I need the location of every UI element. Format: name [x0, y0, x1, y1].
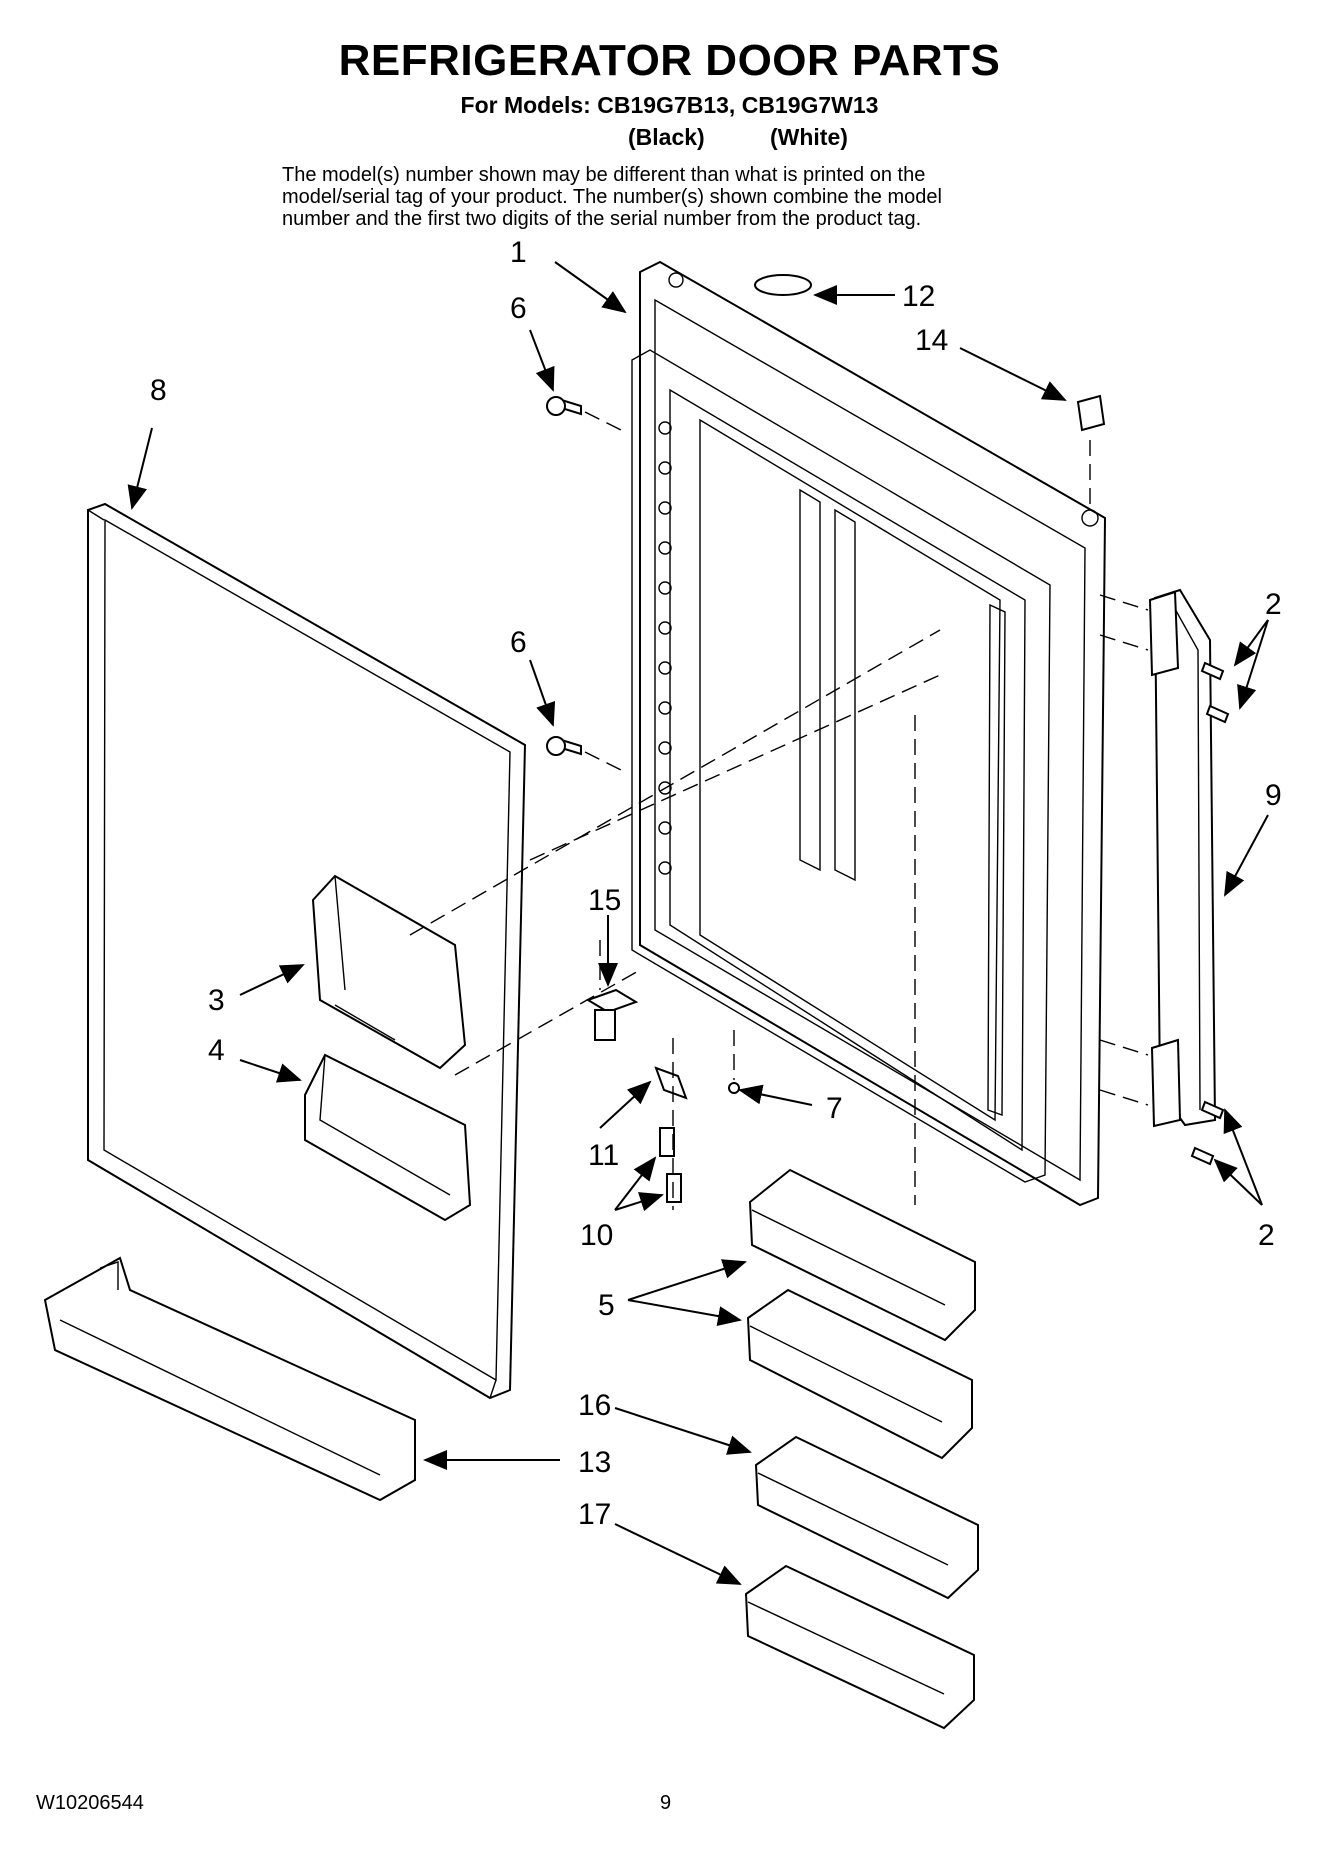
callout-16: 16	[578, 1389, 611, 1422]
outer-door-panel	[87, 502, 527, 1400]
callout-2-bottom: 2	[1258, 1219, 1275, 1252]
callout-17: 17	[578, 1498, 611, 1531]
hinge-plug	[1076, 394, 1106, 432]
callout-14: 14	[915, 324, 948, 357]
callout-9: 9	[1265, 779, 1282, 812]
callout-12: 12	[902, 280, 935, 313]
page-number: 9	[660, 1792, 672, 1814]
callout-13: 13	[578, 1446, 611, 1479]
dispenser-bin	[304, 1053, 472, 1222]
handle-screws	[1190, 661, 1230, 1166]
door-stop-pins	[546, 396, 582, 756]
color-black-label: (Black)	[628, 124, 705, 150]
callout-6-top: 6	[510, 292, 527, 325]
top-plug	[754, 274, 812, 296]
callout-15: 15	[588, 884, 621, 917]
model-numbers: For Models: CB19G7B13, CB19G7W13	[460, 92, 879, 118]
lower-door-bin	[43, 1256, 416, 1502]
model-disclaimer: The model(s) number shown may be differe…	[282, 164, 1102, 230]
callout-labels: 1 2 2 3 4 5 6 6 7 8 9 10 11 12 13 14 15 …	[150, 236, 1282, 1531]
callout-5: 5	[598, 1289, 615, 1322]
shelf-clip-row	[658, 421, 672, 875]
callout-11: 11	[588, 1139, 619, 1172]
dispenser-cover	[311, 874, 467, 1070]
leader-arrows	[127, 261, 1269, 1585]
callout-2-top: 2	[1265, 588, 1282, 621]
callout-1: 1	[510, 236, 527, 269]
callout-3: 3	[208, 984, 225, 1017]
disclaimer-line: number and the first two digits of the s…	[282, 208, 922, 230]
door-shelves	[744, 1168, 979, 1730]
assembly-lines	[409, 411, 1149, 1210]
callout-4: 4	[208, 1034, 225, 1067]
door-liner	[631, 260, 1107, 1207]
callout-10: 10	[580, 1219, 613, 1252]
document-code: W10206544	[36, 1792, 144, 1814]
page-title: REFRIGERATOR DOOR PARTS	[338, 36, 1001, 85]
callout-8: 8	[150, 374, 167, 407]
color-white-label: (White)	[770, 124, 848, 150]
small-hardware	[585, 988, 740, 1203]
disclaimer-line: model/serial tag of your product. The nu…	[282, 186, 942, 208]
disclaimer-line: The model(s) number shown may be differe…	[282, 164, 926, 186]
callout-7: 7	[826, 1092, 843, 1125]
callout-6-bottom: 6	[510, 626, 527, 659]
door-handle	[1148, 588, 1217, 1128]
